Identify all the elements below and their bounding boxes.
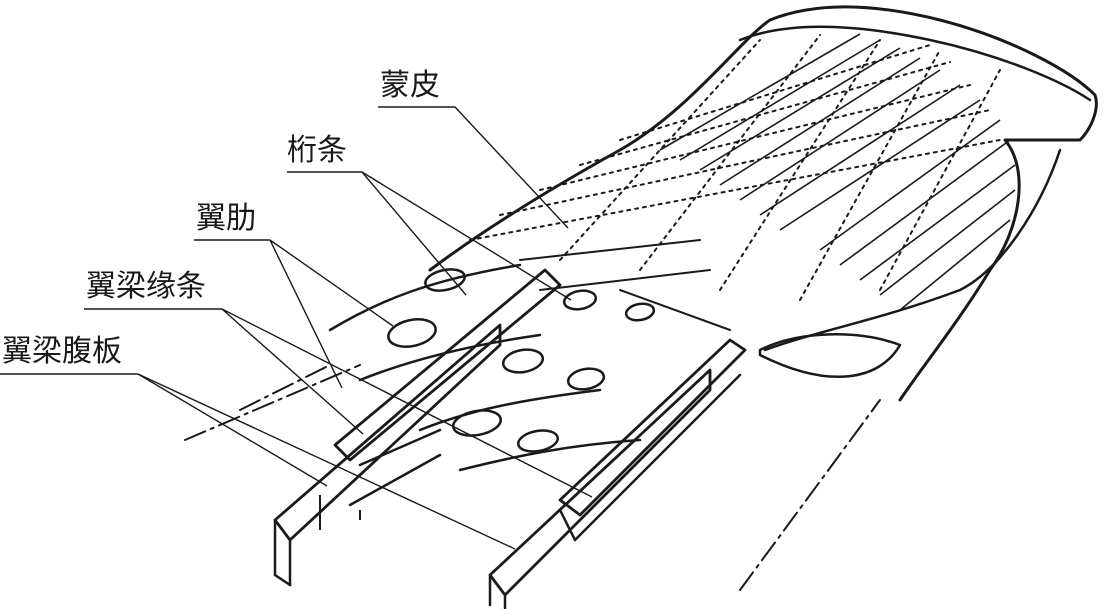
labels: 蒙皮 桁条 翼肋 翼梁缘条 翼梁腹板 (2, 68, 440, 369)
leader-spar-cap-a (221, 308, 364, 435)
leader-lines (0, 106, 593, 550)
leader-rib-b (269, 239, 343, 389)
leader-spar-web-b (137, 373, 516, 550)
leader-stringer-b (361, 171, 572, 301)
label-stringer: 桁条 (287, 133, 347, 168)
leader-stringer-a (361, 171, 467, 296)
leader-skin (378, 106, 569, 229)
label-skin: 蒙皮 (380, 68, 440, 103)
front-spar (273, 268, 562, 587)
label-rib: 翼肋 (196, 201, 256, 236)
stringers (519, 239, 731, 331)
leader-spar-web-a (137, 373, 328, 487)
wing-skin (428, 5, 1098, 402)
leader-spar-cap-b (221, 308, 593, 498)
label-spar-cap: 翼梁缘条 (86, 269, 206, 304)
rear-spar (488, 338, 747, 609)
center-lines (184, 364, 881, 591)
ribs (328, 263, 656, 472)
leader-rib-a (269, 239, 394, 327)
label-spar-web: 翼梁腹板 (2, 334, 122, 369)
